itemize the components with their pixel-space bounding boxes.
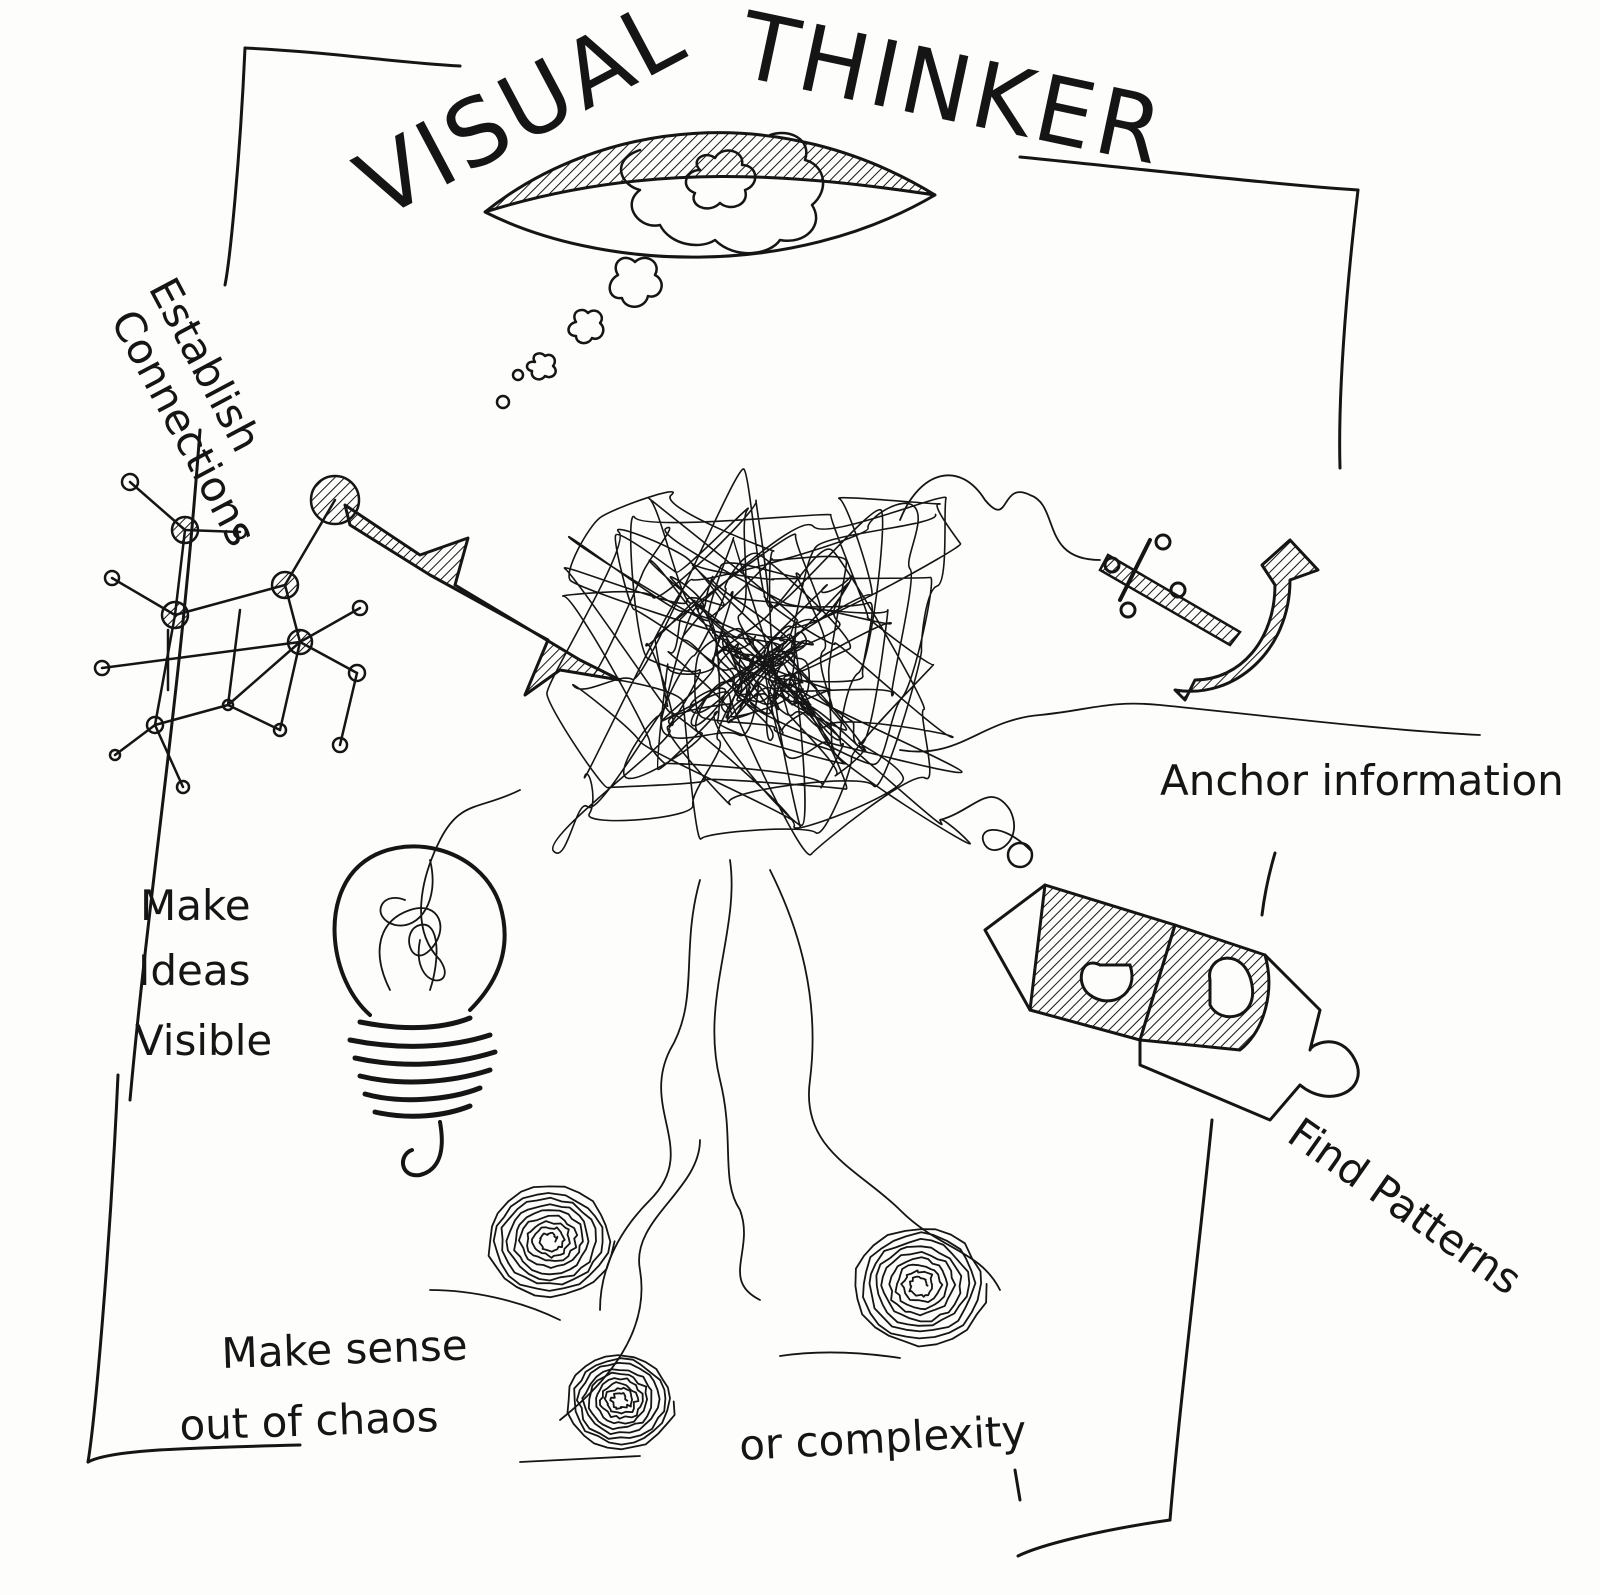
label-sense-2: out of chaos bbox=[179, 1392, 440, 1450]
eye-icon bbox=[483, 131, 937, 259]
arrow-icon bbox=[343, 503, 622, 697]
thought-bubble-icon bbox=[495, 256, 663, 410]
tangle-icon bbox=[546, 468, 971, 856]
label-find-patterns: Find Patterns bbox=[1279, 1108, 1530, 1304]
anchor-icon bbox=[1098, 533, 1320, 702]
label-complexity: or complexity bbox=[738, 1406, 1027, 1470]
spiral-icon bbox=[487, 1185, 988, 1451]
lightbulb-icon bbox=[332, 844, 507, 1178]
label-sense-1: Make sense bbox=[221, 1320, 469, 1378]
puzzle-icon bbox=[983, 841, 1360, 1122]
label-anchor: Anchor information bbox=[1160, 756, 1564, 805]
title-left: VISUAL bbox=[340, 0, 703, 239]
label-make-ideas-1: Make bbox=[140, 881, 251, 930]
tangle-threads bbox=[379, 474, 1481, 1463]
label-make-ideas-2: Ideas bbox=[138, 946, 251, 995]
label-make-ideas-3: Visible bbox=[135, 1016, 272, 1065]
